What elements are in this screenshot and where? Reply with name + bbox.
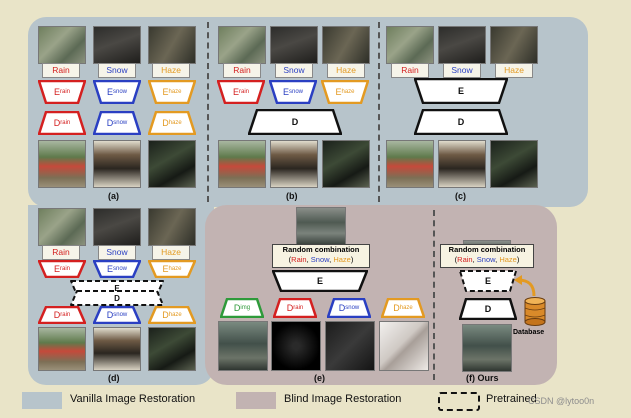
input-image-rain-d bbox=[38, 208, 86, 246]
output-image-rain-b bbox=[218, 140, 266, 188]
input-image-snow-a bbox=[93, 26, 141, 64]
watermark: CSDN @lytoo0n bbox=[528, 396, 595, 406]
tag-rain-c: Rain bbox=[391, 63, 429, 78]
tag-snow-b: Snow bbox=[275, 63, 313, 78]
output-image-clean-e bbox=[218, 321, 268, 371]
tag-snow-d: Snow bbox=[98, 245, 136, 260]
output-image-clean-f bbox=[462, 324, 512, 372]
decoder-shared-f: D bbox=[459, 298, 517, 320]
tag-haze-c: Haze bbox=[495, 63, 533, 78]
random-combination-title-f: Random combination bbox=[448, 245, 526, 254]
output-image-haze-a bbox=[148, 140, 196, 188]
random-combination-items-f: (Rain, Snow, Haze) bbox=[454, 255, 520, 264]
tag-snow-a: Snow bbox=[98, 63, 136, 78]
output-image-rain-d bbox=[38, 327, 86, 371]
random-combination-title-e: Random combination bbox=[282, 245, 360, 254]
divider-bc bbox=[378, 22, 380, 202]
legend-swatch-vanilla bbox=[22, 392, 62, 409]
caption-b: (b) bbox=[286, 191, 298, 201]
tag-snow-c: Snow bbox=[443, 63, 481, 78]
tag-rain-b: Rain bbox=[223, 63, 261, 78]
input-image-snow-b bbox=[270, 26, 318, 64]
output-image-snow-c bbox=[438, 140, 486, 188]
output-image-snow-a bbox=[93, 140, 141, 188]
random-combination-items-e: (Rain, Snow, Haze) bbox=[288, 255, 354, 264]
caption-c: (c) bbox=[455, 191, 466, 201]
output-image-rain-c bbox=[386, 140, 434, 188]
input-image-haze-c bbox=[490, 26, 538, 64]
legend-label-vanilla: Vanilla Image Restoration bbox=[70, 393, 196, 405]
input-image-haze-b bbox=[322, 26, 370, 64]
caption-a: (a) bbox=[108, 191, 119, 201]
output-image-rain-layer-e bbox=[271, 321, 321, 371]
legend-swatch-pretrained bbox=[438, 392, 480, 411]
divider-ef bbox=[433, 210, 435, 380]
caption-e: (e) bbox=[314, 373, 325, 383]
output-image-snow-d bbox=[93, 327, 141, 371]
divider-ab bbox=[207, 22, 209, 202]
output-image-haze-b bbox=[322, 140, 370, 188]
input-image-snow-c bbox=[438, 26, 486, 64]
database-icon bbox=[524, 297, 546, 326]
pretrained-encoder-f: E bbox=[459, 270, 517, 292]
tag-haze-a: Haze bbox=[152, 63, 190, 78]
output-image-haze-c bbox=[490, 140, 538, 188]
tag-haze-b: Haze bbox=[327, 63, 365, 78]
output-image-haze-d bbox=[148, 327, 196, 371]
random-combination-box-e: Random combination (Rain, Snow, Haze) bbox=[272, 244, 370, 268]
input-image-rain-b bbox=[218, 26, 266, 64]
database-label: Database bbox=[513, 329, 545, 336]
input-image-snow-d bbox=[93, 208, 141, 246]
input-image-haze-a bbox=[148, 26, 196, 64]
pretrained-decoder-d: D bbox=[70, 290, 164, 306]
input-image-combined-e bbox=[296, 207, 346, 245]
arrow-icon bbox=[514, 275, 536, 297]
legend-label-pretrained: Pretrained bbox=[486, 393, 537, 405]
legend-label-blind: Blind Image Restoration bbox=[284, 393, 402, 405]
legend-swatch-blind bbox=[236, 392, 276, 409]
tag-haze-d: Haze bbox=[152, 245, 190, 260]
tag-rain-a: Rain bbox=[42, 63, 80, 78]
encoder-shared-c: E bbox=[414, 78, 508, 104]
input-image-rain-c bbox=[386, 26, 434, 64]
output-image-snow-b bbox=[270, 140, 318, 188]
caption-d: (d) bbox=[108, 373, 120, 383]
input-image-haze-d bbox=[148, 208, 196, 246]
random-combination-box-f: Random combination (Rain, Snow, Haze) bbox=[440, 244, 534, 268]
encoder-shared-e: E bbox=[272, 270, 368, 292]
output-image-haze-layer-e bbox=[379, 321, 429, 371]
input-image-rain-a bbox=[38, 26, 86, 64]
tag-rain-d: Rain bbox=[42, 245, 80, 260]
decoder-shared-b: D bbox=[248, 109, 342, 135]
output-image-snow-layer-e bbox=[325, 321, 375, 371]
decoder-shared-c: D bbox=[414, 109, 508, 135]
output-image-rain-a bbox=[38, 140, 86, 188]
caption-f: (f) Ours bbox=[466, 373, 499, 383]
